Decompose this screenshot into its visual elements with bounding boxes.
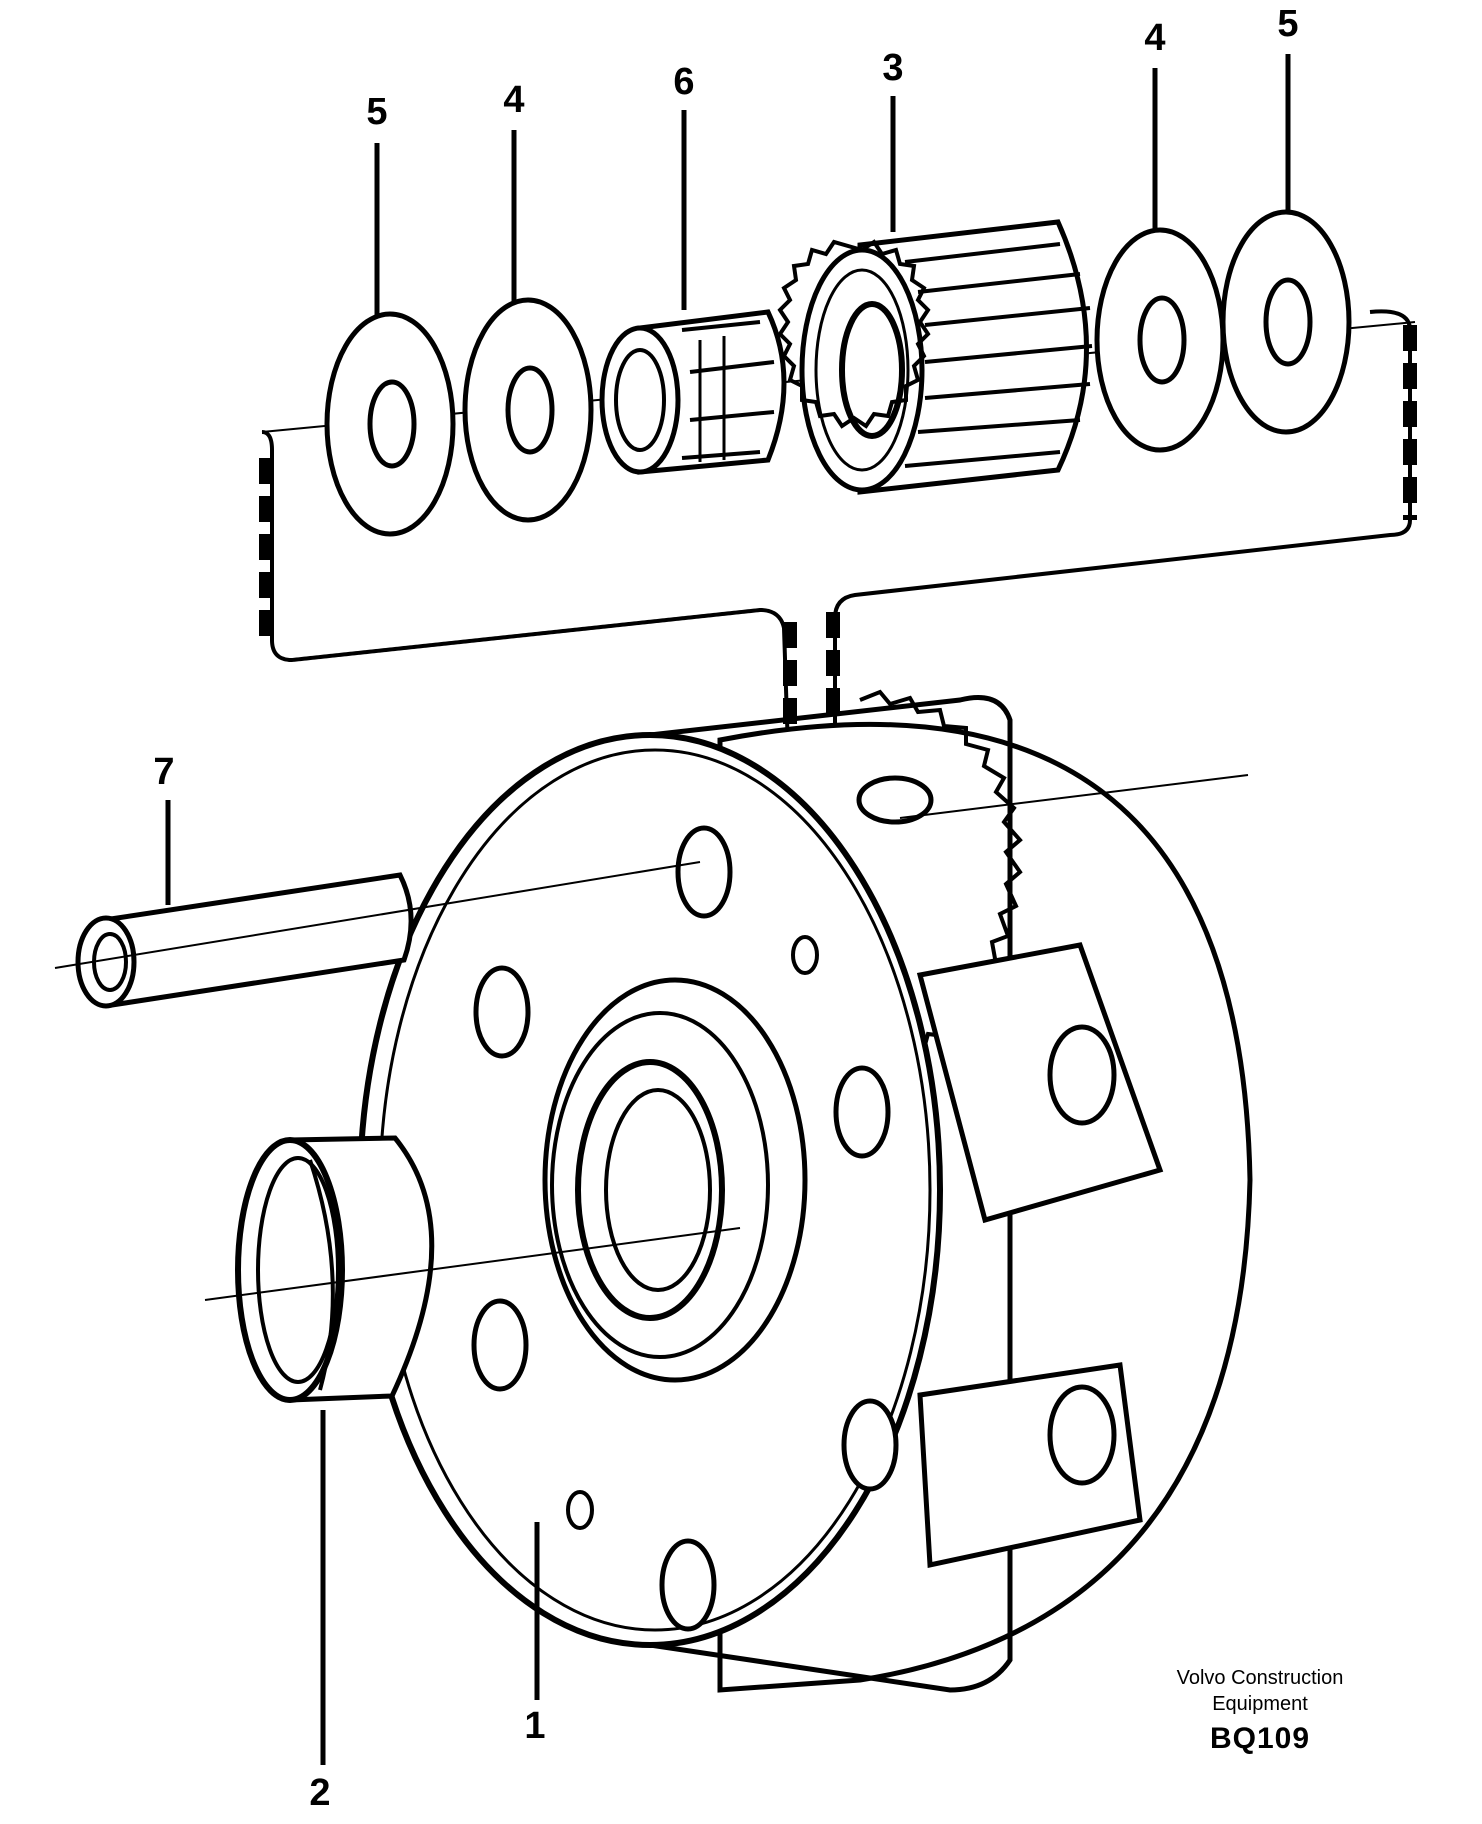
bushing-2 (204, 1135, 741, 1403)
shaft-axis-line (54, 861, 701, 969)
washer-5-left (324, 311, 456, 537)
part-label-3: 3 (882, 47, 903, 89)
washer-4-right (1094, 227, 1226, 453)
shaft-7 (54, 861, 701, 1009)
assembly-bracket (261, 309, 1412, 811)
part-label-4-right: 4 (1144, 17, 1165, 59)
washer-4-left (462, 297, 594, 523)
gear-3 (777, 219, 1093, 495)
carrier-axis-line (899, 774, 1249, 819)
leader-lines (165, 54, 1291, 1765)
part-label-4-left: 4 (503, 79, 524, 121)
needle-bearing-6 (599, 309, 787, 475)
planet-carrier-1 (357, 689, 1253, 1693)
part-label-1: 1 (524, 1705, 545, 1747)
part-label-7: 7 (153, 751, 174, 793)
washer-5-right (1220, 209, 1352, 435)
part-label-5-left: 5 (366, 91, 387, 133)
bushing-axis-line (204, 1227, 741, 1301)
drawing-code: BQ109 (1209, 1722, 1311, 1755)
company-name-line1: Volvo Construction (1176, 1667, 1344, 1689)
part-label-6: 6 (673, 61, 694, 103)
drawing-caption: Volvo Construction Equipment BQ109 (1120, 1665, 1400, 1761)
company-name-line2: Equipment (1212, 1693, 1308, 1715)
part-label-2: 2 (309, 1772, 330, 1814)
part-label-5-right: 5 (1277, 3, 1298, 45)
